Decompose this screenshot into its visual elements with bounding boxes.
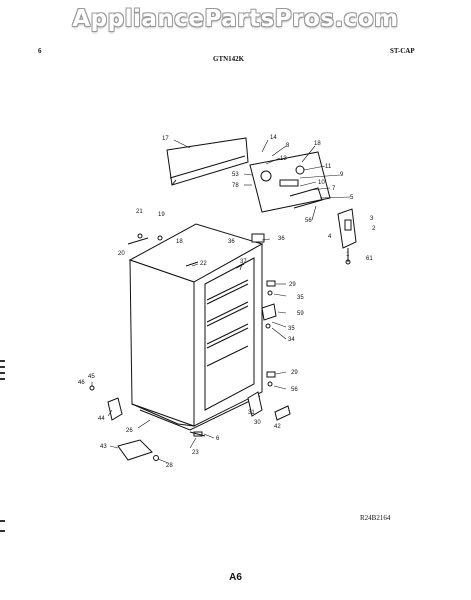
callout-45: 45 bbox=[88, 374, 95, 380]
top-trim-part bbox=[166, 137, 249, 186]
callout-18: 18 bbox=[314, 141, 321, 147]
callout-34: 34 bbox=[288, 337, 295, 343]
callout-9: 9 bbox=[340, 172, 344, 178]
callout-28: 28 bbox=[166, 463, 173, 469]
cabinet-part bbox=[128, 223, 265, 431]
callout-59: 59 bbox=[297, 311, 304, 317]
callout-19: 19 bbox=[158, 212, 165, 218]
callout-10: 10 bbox=[318, 180, 325, 186]
callout-56: 56 bbox=[305, 218, 312, 224]
watermark: AppliancePartsPros.com bbox=[72, 6, 399, 32]
callout-labels: 17 14 8 13 53 78 18 11 9 10 7 5 56 3 4 2… bbox=[78, 135, 376, 469]
callout-36: 36 bbox=[228, 239, 235, 245]
callout-36b: 36 bbox=[278, 236, 285, 242]
callout-29b: 29 bbox=[291, 370, 298, 376]
callout-8: 8 bbox=[286, 143, 290, 149]
callout-35b: 35 bbox=[288, 326, 295, 332]
callout-26: 26 bbox=[126, 428, 133, 434]
callout-20: 20 bbox=[118, 251, 125, 257]
callout-14: 14 bbox=[270, 135, 277, 141]
callout-46: 46 bbox=[78, 380, 85, 386]
callout-53: 53 bbox=[232, 172, 239, 178]
drawing-code: R24B2164 bbox=[360, 514, 391, 522]
callout-43: 43 bbox=[100, 444, 107, 450]
control-box-part bbox=[337, 208, 357, 265]
callout-22: 22 bbox=[200, 261, 207, 267]
callout-7: 7 bbox=[332, 186, 336, 192]
leader-lines bbox=[91, 139, 351, 464]
callout-23: 23 bbox=[192, 450, 199, 456]
callout-56b: 56 bbox=[291, 387, 298, 393]
callout-42: 42 bbox=[274, 424, 281, 430]
model-number: GTN142K bbox=[213, 55, 245, 63]
callout-37: 37 bbox=[240, 259, 247, 265]
section-code: ST-CAP bbox=[390, 47, 415, 55]
control-panel-part bbox=[249, 151, 331, 213]
callout-78: 78 bbox=[232, 183, 239, 189]
callout-31: 31 bbox=[248, 410, 255, 416]
callout-2: 2 bbox=[372, 226, 376, 232]
left-hinge-parts bbox=[89, 233, 163, 421]
callout-11: 11 bbox=[325, 164, 332, 170]
callout-4: 4 bbox=[328, 234, 332, 240]
callout-17: 17 bbox=[162, 136, 169, 142]
callout-29: 29 bbox=[289, 282, 296, 288]
page-label: A6 bbox=[229, 572, 242, 583]
hinge-parts bbox=[247, 280, 291, 421]
callout-1: 1 bbox=[346, 252, 350, 258]
callout-5: 5 bbox=[350, 195, 354, 201]
binding-edge bbox=[0, 0, 6, 600]
callout-44: 44 bbox=[98, 416, 105, 422]
bottom-hinge-part bbox=[117, 431, 206, 461]
callout-30: 30 bbox=[254, 420, 261, 426]
callout-3: 3 bbox=[370, 216, 374, 222]
callout-13: 13 bbox=[280, 156, 287, 162]
callout-6: 6 bbox=[216, 436, 220, 442]
callout-21: 21 bbox=[136, 209, 143, 215]
callout-18b: 18 bbox=[176, 239, 183, 245]
callout-61: 61 bbox=[366, 256, 373, 262]
page-number-header: 6 bbox=[38, 47, 42, 55]
callout-35: 35 bbox=[297, 295, 304, 301]
